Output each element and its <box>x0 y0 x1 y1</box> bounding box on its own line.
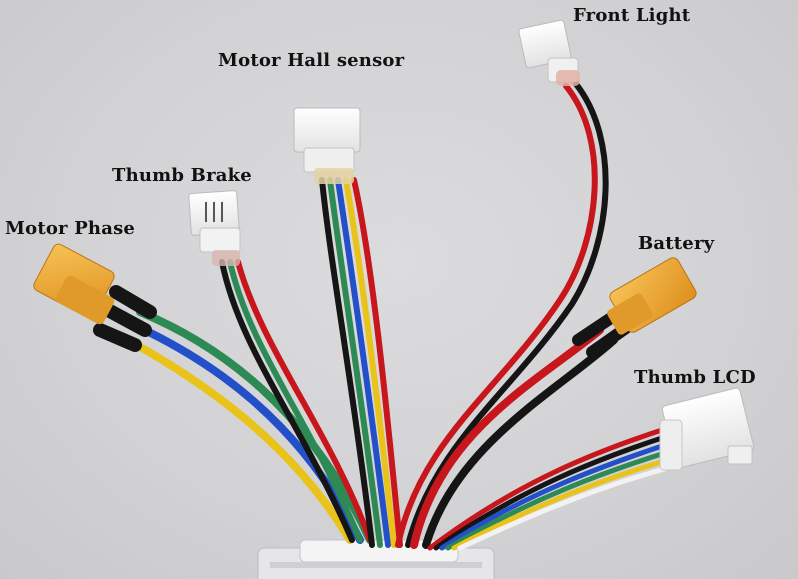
motor-phase-label: Motor Phase <box>5 218 136 239</box>
thumb-lcd-connector <box>659 387 755 471</box>
motor-hall-sensor-label: Motor Hall sensor <box>218 50 405 71</box>
battery-label: Battery <box>638 233 715 254</box>
thumb-brake-connector <box>188 190 241 266</box>
motor-phase-connector <box>33 243 115 325</box>
thumb-lcd-label: Thumb LCD <box>634 367 756 388</box>
front-light-wires <box>395 81 609 548</box>
front-light-label: Front Light <box>573 5 691 26</box>
motor-phase-wires <box>93 285 374 544</box>
motor-hall-connector <box>293 107 361 184</box>
front-light-connector <box>518 19 580 86</box>
battery-connector <box>607 257 697 335</box>
thumb-brake-label: Thumb Brake <box>112 165 252 186</box>
thumb-lcd-wires <box>427 425 671 551</box>
thumb-brake-wires <box>219 259 373 543</box>
motor-hall-wires <box>319 177 403 548</box>
